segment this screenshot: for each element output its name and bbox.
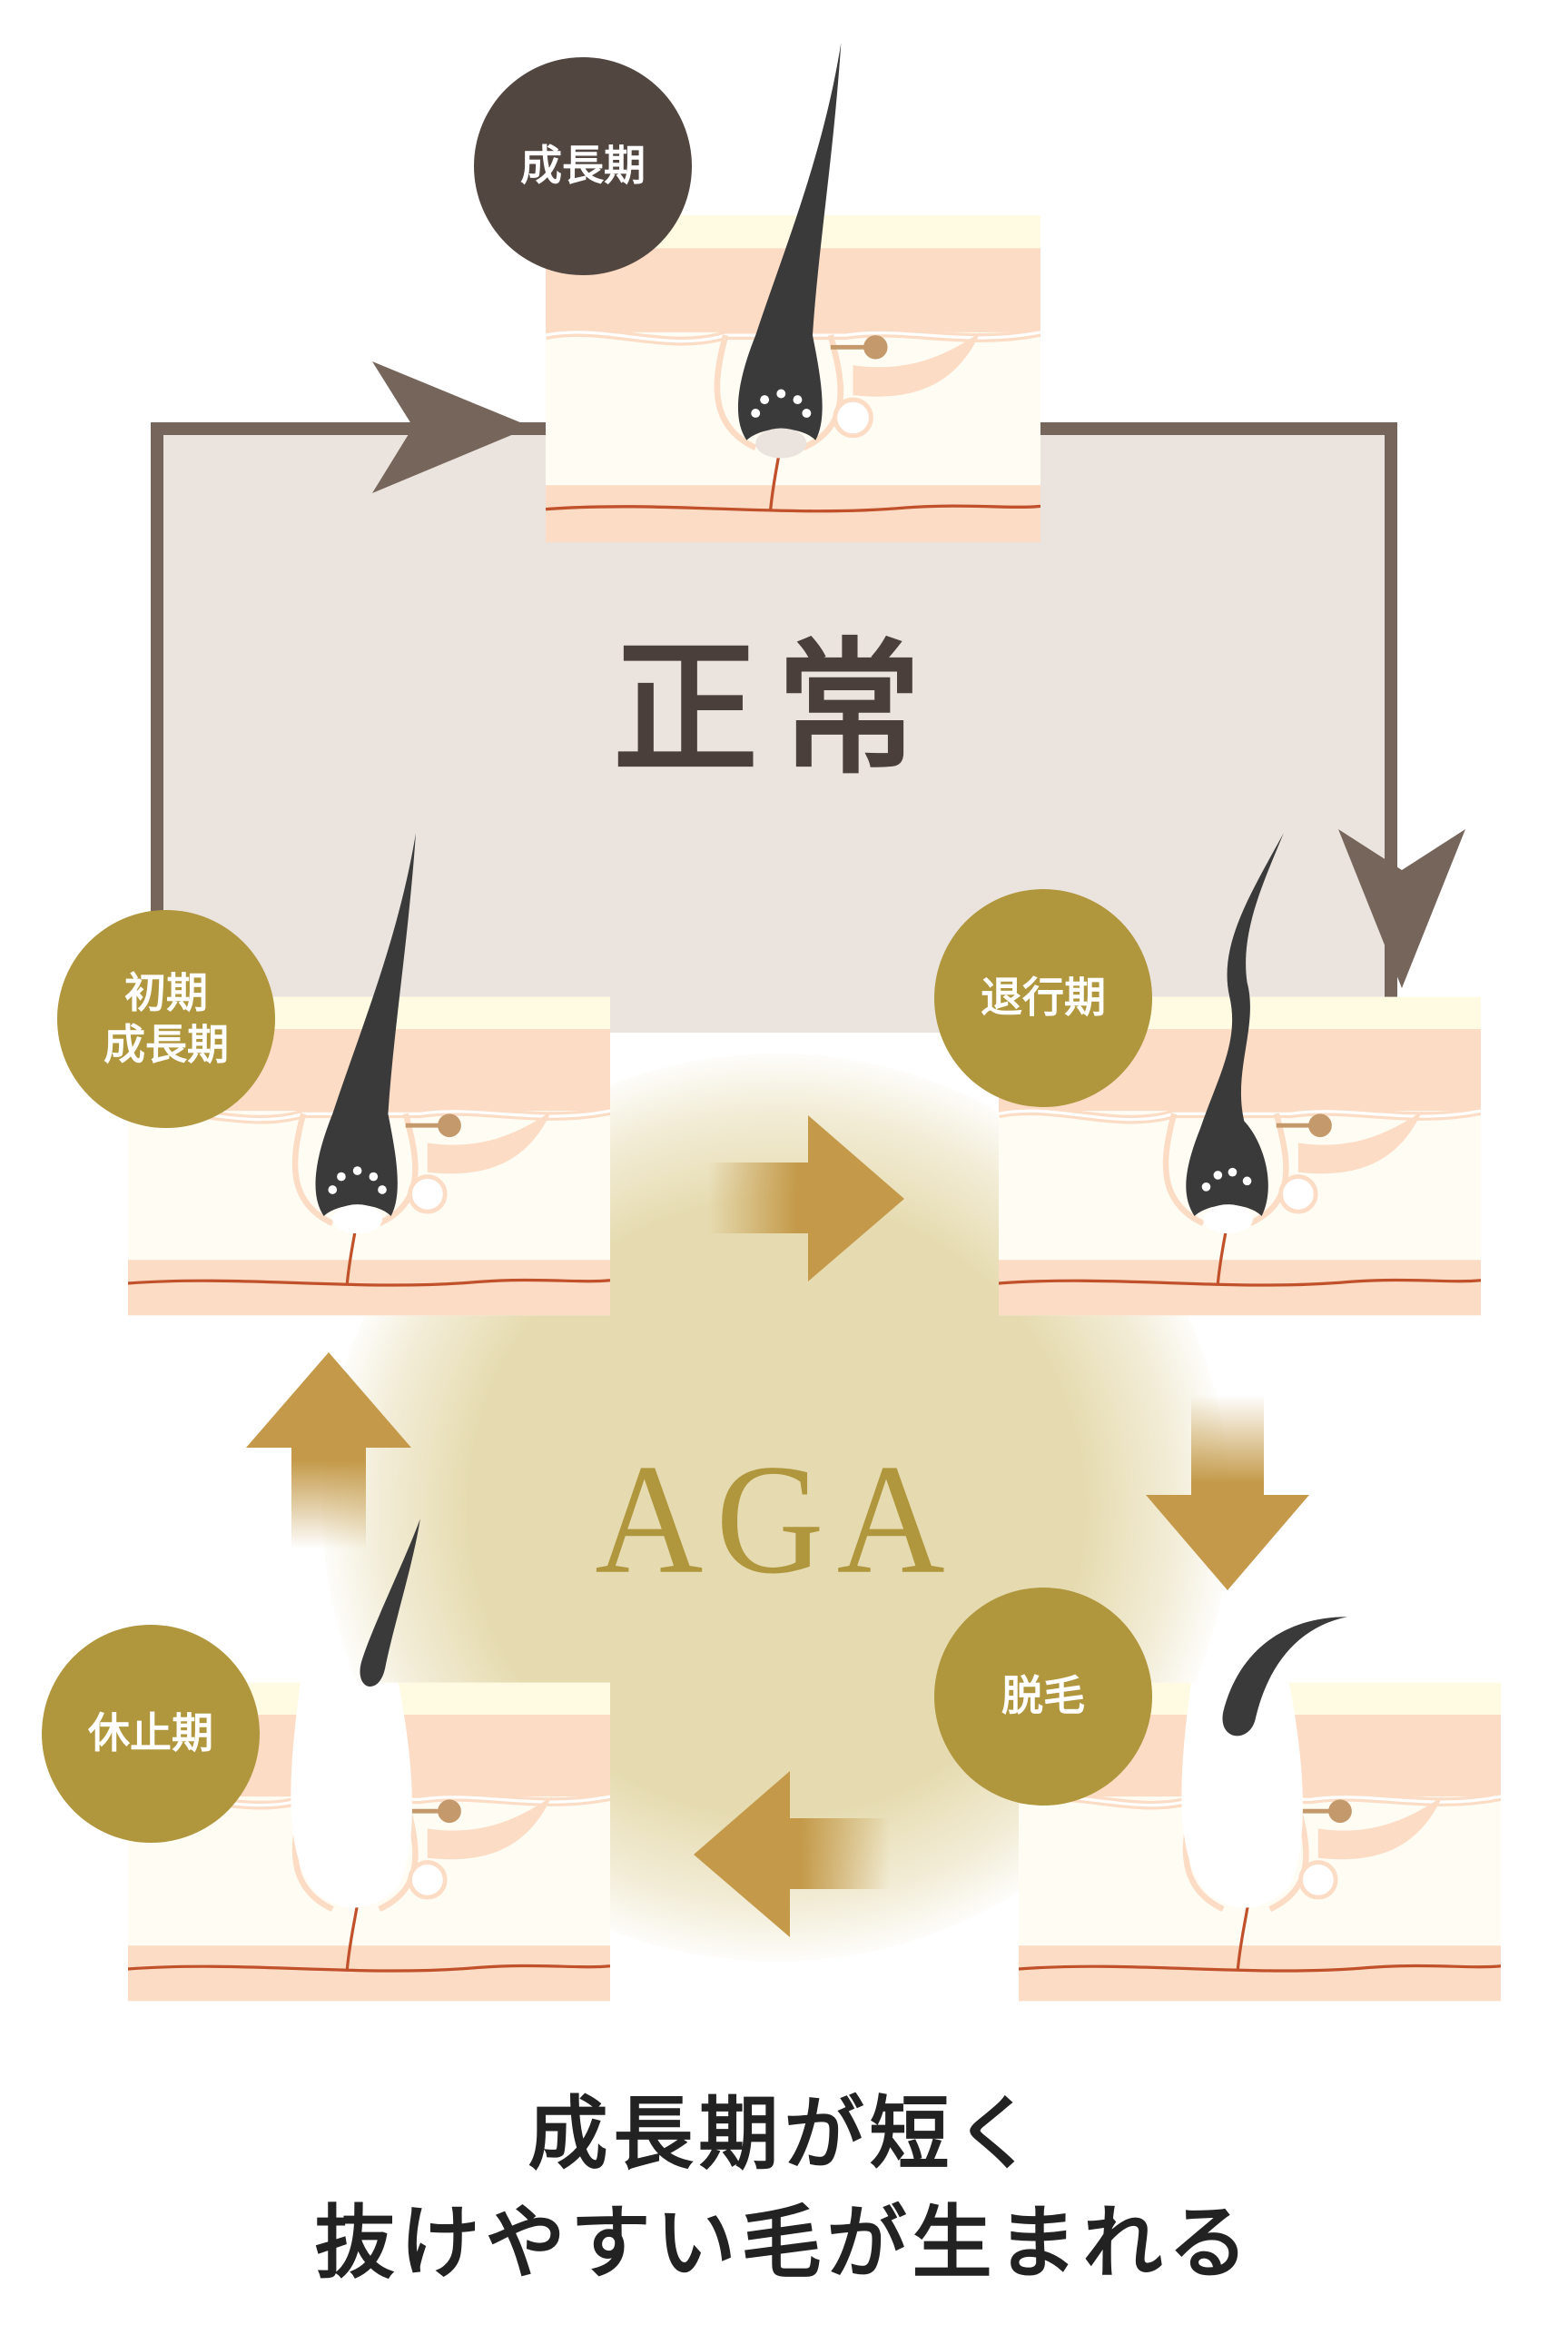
stage-badge-shedding: 脱毛 [934,1588,1152,1806]
stage-badge-catagen: 退行期 [934,889,1152,1107]
aga-arrow-left-icon [694,1771,890,1937]
stage-label-line2: 成長期 [104,1020,229,1069]
stage-label: 脱毛 [1001,1671,1085,1721]
catagen-phase-illustration [999,833,1481,1317]
normal-label: 正常 [612,623,940,794]
aga-arrow-right-icon [708,1115,904,1281]
stage-label-line1: 初期 [124,967,208,1017]
stage-badge-growth: 成長期 [474,57,692,275]
stage-label: 退行期 [981,973,1106,1023]
aga-label: AGA [595,1431,958,1607]
early-growth-phase-illustration [128,833,610,1317]
telogen-phase-illustration [128,1519,610,2003]
arrow-right-icon [372,361,531,493]
aga-arrow-up-icon [246,1352,411,1549]
stage-badge-telogen: 休止期 [42,1625,260,1843]
shedding-phase-illustration [1019,1617,1501,2003]
caption-line-1: 成長期が短く [528,2086,1040,2181]
stage-label: 成長期 [520,141,646,191]
aga-arrow-down-icon [1146,1395,1309,1590]
stage-label: 休止期 [88,1708,213,1758]
growth-phase-illustration [546,43,1040,542]
arrow-down-icon [1338,829,1465,988]
caption-line-2: 抜けやすい毛が生まれる [314,2195,1254,2290]
stage-badge-early-growth: 初期成長期 [57,910,275,1128]
